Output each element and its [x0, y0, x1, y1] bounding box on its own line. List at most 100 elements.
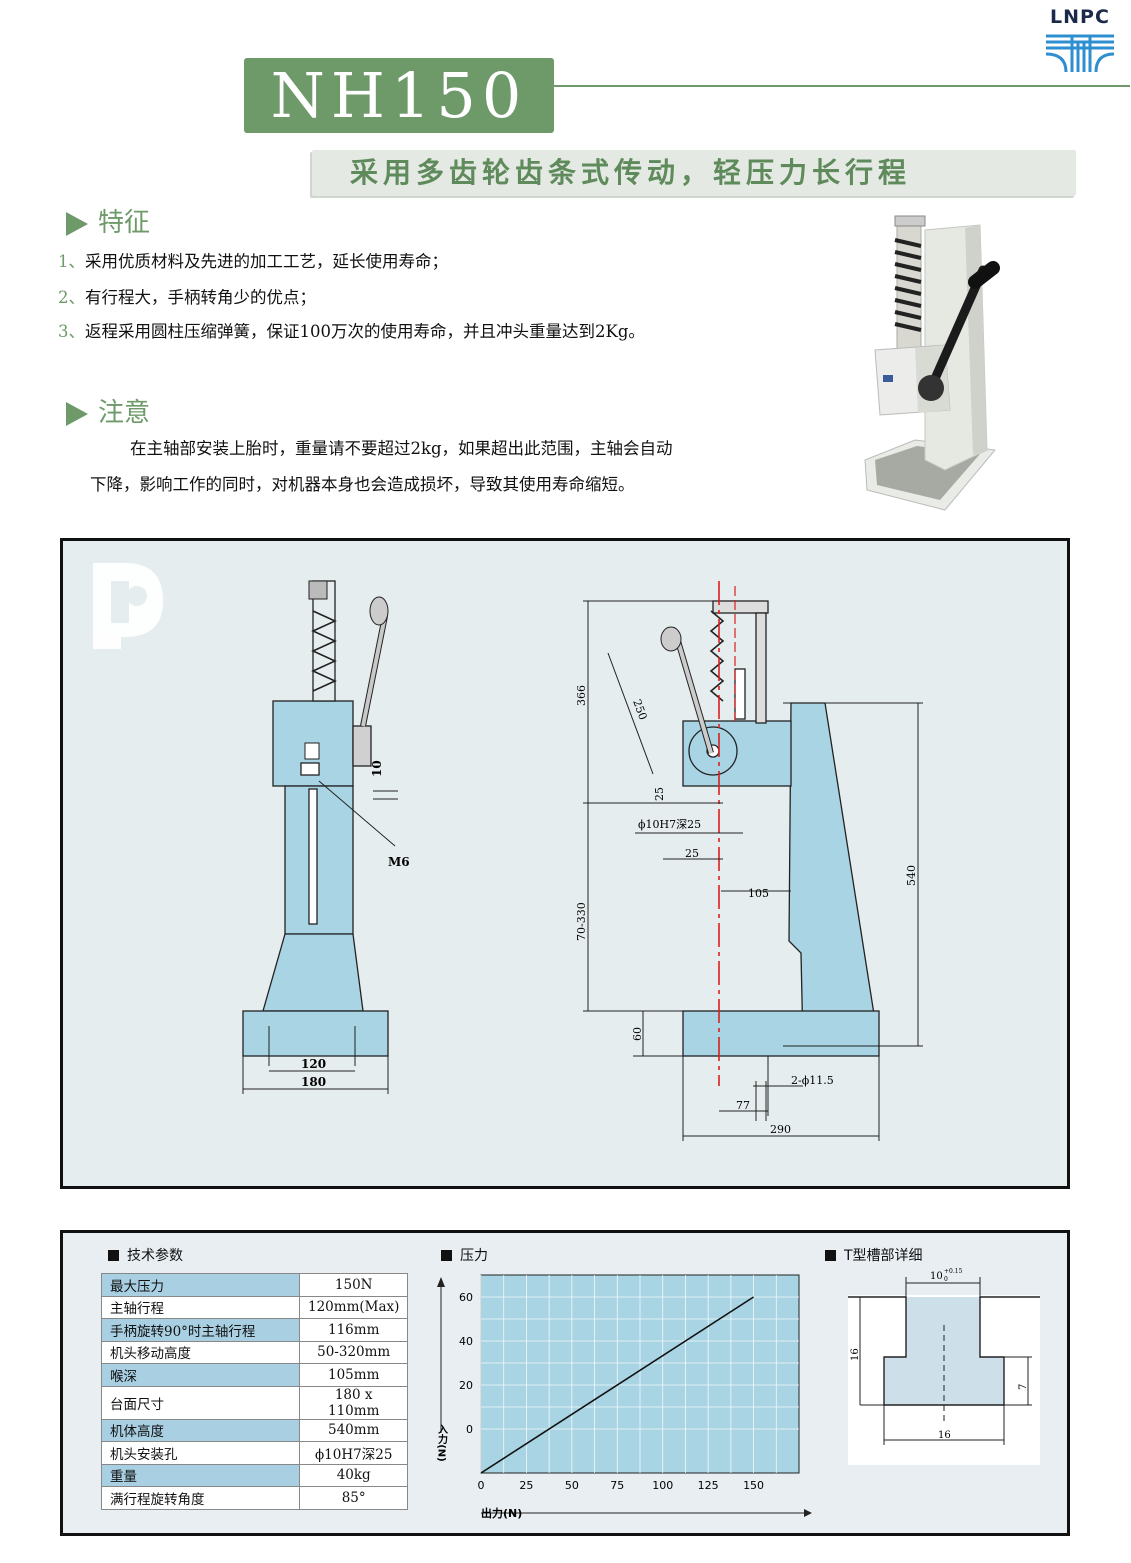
- side-dim-25a: 25: [653, 787, 666, 801]
- spec-key: 重量: [101, 1463, 300, 1487]
- feature-num: 3、: [58, 322, 85, 341]
- notice-line-1: 在主轴部安装上胎时，重量请不要超过2kg，如果超出此范围，主轴会自动: [130, 439, 673, 458]
- square-bullet-icon: [441, 1250, 452, 1261]
- chart-x-tick: 100: [652, 1479, 673, 1492]
- features-heading-text: 特征: [98, 208, 151, 238]
- spec-heading-text: 技术参数: [127, 1248, 183, 1264]
- tslot-dim-7: 7: [1018, 1384, 1029, 1390]
- front-dim-180: 180: [301, 1075, 326, 1089]
- features-heading: 特征: [66, 202, 150, 239]
- side-dim-105: 105: [748, 887, 769, 900]
- technical-drawing: M6 10 120 180: [93, 563, 923, 1141]
- chart-y-tick: 20: [459, 1379, 473, 1392]
- feature-item-1: 1、采用优质材料及先进的加工工艺，延长使用寿命；: [58, 248, 448, 272]
- side-dim-366: 366: [575, 685, 588, 706]
- side-dim-540: 540: [905, 865, 918, 886]
- spec-key: 机头移动高度: [101, 1340, 300, 1364]
- chart-series-line: [480, 1296, 755, 1474]
- front-dim-120: 120: [301, 1057, 326, 1071]
- spec-key: 满行程旋转角度: [101, 1486, 300, 1510]
- tslot-dim-16-v: 16: [850, 1348, 861, 1361]
- spec-key: 最大压力: [101, 1273, 300, 1297]
- tslot-dim-tol-low: 0: [944, 1276, 948, 1283]
- spec-value: 105mm: [298, 1363, 409, 1387]
- chart-x-label: 出力(N): [481, 1506, 522, 1520]
- chart-x-tick: 0: [478, 1479, 485, 1492]
- spec-value: 180 x 110mm: [298, 1385, 409, 1420]
- chart-x-tick: 25: [519, 1479, 533, 1492]
- spec-value: 120mm(Max): [298, 1295, 409, 1319]
- notice-heading: 注意: [66, 392, 150, 429]
- side-spring: [709, 610, 725, 702]
- feature-num: 2、: [58, 288, 85, 307]
- chart-title: 压力: [460, 1248, 488, 1264]
- side-dim-77: 77: [736, 1099, 750, 1112]
- notice-heading-text: 注意: [98, 398, 151, 428]
- model-title-box: NH150: [244, 58, 554, 133]
- chart-y-tick: 40: [459, 1335, 473, 1348]
- triangle-bullet-icon: [66, 402, 88, 426]
- spec-value: 150N: [298, 1273, 409, 1297]
- tagline: 采用多齿轮齿条式传动，轻压力长行程: [350, 156, 912, 189]
- tslot-dim-tol: +0.15: [944, 1268, 963, 1275]
- spec-value: 40kg: [298, 1463, 409, 1487]
- side-dim-250: 250: [630, 698, 649, 722]
- chart-x-arrowhead-icon: [804, 1509, 812, 1517]
- feature-text: 有行程大，手柄转角少的优点；: [85, 288, 316, 307]
- front-spring: [311, 610, 337, 692]
- chart-x-tick: 50: [565, 1479, 579, 1492]
- logo-text: LNPC: [1050, 6, 1110, 28]
- spec-key: 手柄旋转90°时主轴行程: [101, 1318, 300, 1342]
- feature-item-2: 2、有行程大，手柄转角少的优点；: [58, 284, 316, 308]
- tslot-heading-text: T型槽部详细: [844, 1248, 923, 1264]
- feature-text: 返程采用圆柱压缩弹簧，保证100万次的使用寿命，并且冲头重量达到2Kg。: [85, 322, 645, 341]
- spec-value: ϕ10H7深25: [298, 1441, 409, 1465]
- spec-key: 喉深: [101, 1363, 300, 1387]
- side-dim-290: 290: [770, 1123, 791, 1136]
- title-rule: [554, 85, 1130, 87]
- chart-x-tick: 125: [698, 1479, 719, 1492]
- tagline-banner: 采用多齿轮齿条式传动，轻压力长行程: [312, 150, 1076, 196]
- feature-text: 采用优质材料及先进的加工工艺，延长使用寿命；: [85, 252, 448, 271]
- feature-item-3: 3、返程采用圆柱压缩弹簧，保证100万次的使用寿命，并且冲头重量达到2Kg。: [58, 318, 645, 342]
- chart-x-tick: 75: [610, 1479, 624, 1492]
- feature-num: 1、: [58, 252, 85, 271]
- chart-y-arrowhead-icon: [437, 1277, 445, 1287]
- side-dim-70-330: 70-330: [575, 902, 588, 941]
- spec-key: 机体高度: [101, 1418, 300, 1442]
- watermark-logo-icon: [93, 563, 163, 649]
- chart-y-tick: 0: [466, 1423, 473, 1436]
- chart-y-tick: 60: [459, 1291, 473, 1304]
- logo-mark-icon: [1045, 34, 1115, 73]
- spec-value: 116mm: [298, 1318, 409, 1342]
- spec-heading: 技术参数: [108, 1245, 183, 1265]
- spec-key: 机头安装孔: [101, 1441, 300, 1465]
- tslot-dim-16-h: 16: [938, 1430, 951, 1441]
- notice-line-2: 下降，影响工作的同时，对机器本身也会造成损坏，导致其使用寿命缩短。: [90, 475, 635, 494]
- model-title: NH150: [270, 59, 528, 132]
- triangle-bullet-icon: [66, 212, 88, 236]
- square-bullet-icon: [825, 1250, 836, 1261]
- side-dim-25b: 25: [685, 847, 699, 860]
- front-m6-label: M6: [388, 855, 410, 869]
- product-photo: [864, 215, 1000, 511]
- chart-x-tick: 150: [743, 1479, 764, 1492]
- brand-logo: LNPC: [1040, 6, 1120, 74]
- spec-value: 540mm: [298, 1418, 409, 1442]
- tslot-diagram: 10 +0.15 0 16 7 16: [848, 1268, 1040, 1465]
- spec-value: 50-320mm: [298, 1340, 409, 1364]
- spec-key: 主轴行程: [101, 1295, 300, 1319]
- chart-heading: 压力: [441, 1245, 488, 1265]
- side-dim-60: 60: [631, 1027, 644, 1041]
